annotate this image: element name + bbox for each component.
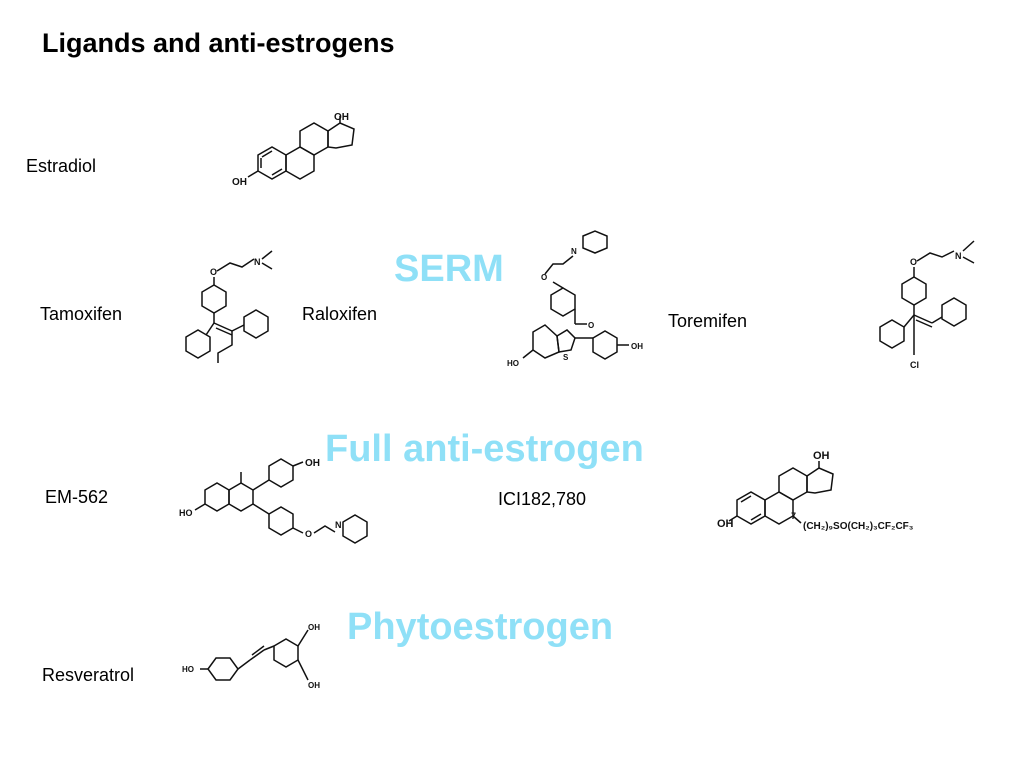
label-tamoxifen: Tamoxifen	[40, 304, 123, 324]
resveratrol-structure: HO OH OH	[182, 623, 320, 690]
raloxifen-s: S	[563, 353, 569, 362]
resveratrol-ho: HO	[182, 665, 194, 674]
em-562-n: N	[335, 520, 342, 530]
svg-text:O: O	[588, 321, 594, 330]
category-serm: SERM	[394, 248, 504, 290]
em-562-ho: HO	[179, 508, 193, 518]
label-estradiol: Estradiol	[26, 156, 97, 176]
toremifen-structure: O N Cl	[879, 240, 975, 370]
category-phytoestrogen: Phytoestrogen	[347, 606, 614, 648]
em-562-structure: OH HO O N	[179, 458, 368, 544]
resveratrol-oh-2: OH	[308, 681, 320, 690]
estradiol-structure: OH OH	[232, 112, 355, 188]
resveratrol-oh-1: OH	[308, 623, 320, 632]
estradiol-oh-top: OH	[334, 112, 349, 123]
ici-oh-top: OH	[813, 450, 830, 462]
estradiol-oh-left: OH	[232, 177, 247, 188]
raloxifen-ho: HO	[507, 359, 519, 368]
raloxifen-oh: OH	[631, 342, 643, 351]
raloxifen-structure: N O O S HO OH	[507, 230, 643, 368]
em-562-o: O	[305, 529, 312, 539]
toremifen-n: N	[955, 251, 962, 261]
raloxifen-n: N	[571, 247, 577, 256]
em-562-oh: OH	[305, 458, 320, 469]
tamoxifen-structure: O N	[185, 250, 273, 363]
toremifen-cl: Cl	[910, 360, 919, 370]
ici-oh-left: OH	[717, 518, 734, 530]
label-toremifen: Toremifen	[668, 311, 748, 331]
label-ici182780: ICI182,780	[498, 489, 587, 509]
tamoxifen-n: N	[254, 257, 261, 267]
category-full-anti-estrogen: Full anti-estrogen	[325, 428, 644, 470]
label-raloxifen: Raloxifen	[302, 304, 378, 324]
label-resveratrol: Resveratrol	[42, 665, 135, 685]
ici-side-chain: (CH₂)₉SO(CH₂)₃CF₂CF₃	[803, 521, 914, 532]
page-title: Ligands and anti-estrogens	[42, 28, 395, 58]
toremifen-o: O	[910, 257, 917, 267]
tamoxifen-o: O	[210, 267, 217, 277]
raloxifen-o: O	[541, 273, 547, 282]
ici182780-structure: OH OH 7 (CH₂)₉SO(CH₂)₃CF₂CF₃	[717, 450, 914, 532]
label-em-562: EM-562	[45, 487, 109, 507]
